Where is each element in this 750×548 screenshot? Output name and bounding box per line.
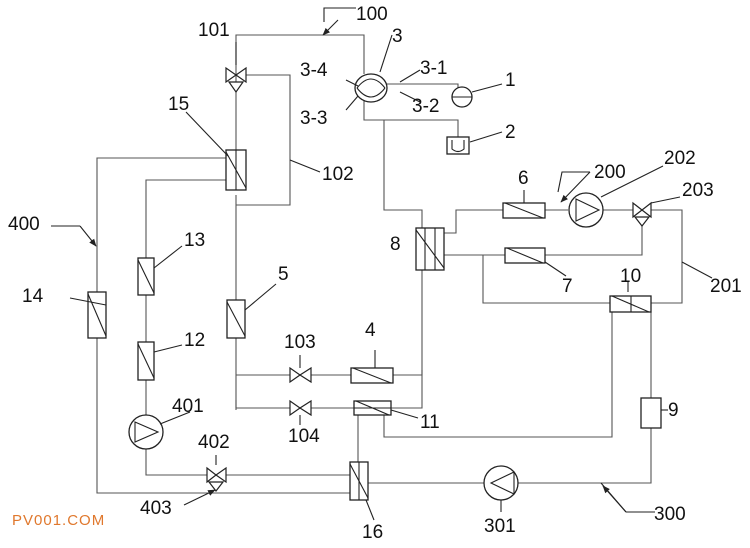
heat-exchanger-15 [225,149,247,191]
leader-lines [69,7,713,521]
pipe-to-compressor [384,83,459,92]
heat-exchanger-6 [502,202,546,219]
pump-401 [128,414,164,450]
pipe-valve3-down [363,100,423,228]
pump-202 [568,192,604,228]
heat-exchanger-13 [137,257,155,296]
pipe-loop-200-upper [444,209,503,234]
label-3-4: 3-4 [300,60,328,81]
label-103: 103 [284,332,316,353]
pipe-valve-203-down [545,218,643,256]
label-5: 5 [278,264,289,285]
labels: 100 101 3 3-4 3-1 3-2 3-3 1 2 15 102 200… [8,4,742,543]
label-301: 301 [484,516,516,537]
pipe-loop-100-top [235,34,365,152]
pipework [96,34,683,494]
label-101: 101 [198,20,230,41]
pipe-loop-300 [518,428,652,484]
label-16: 16 [362,522,383,543]
heat-exchanger-16 [349,461,369,501]
heat-exchanger-11 [353,400,392,416]
pump-301 [483,465,519,501]
label-13: 13 [184,230,205,251]
heat-exchanger-4 [350,367,394,384]
heat-exchanger-5 [226,299,246,339]
component-9 [640,397,662,429]
four-way-valve-3 [354,73,388,103]
label-201: 201 [710,276,742,297]
label-3-2: 3-2 [412,96,439,117]
heat-exchanger-12 [137,341,155,381]
label-9: 9 [668,400,679,421]
label-300: 300 [654,504,686,525]
label-401: 401 [172,396,204,417]
pipe-valve-101-right [236,74,291,206]
label-2: 2 [505,122,516,143]
label-14: 14 [22,286,44,307]
heat-exchanger-7 [504,247,546,264]
label-200: 200 [594,162,626,183]
label-402: 402 [198,432,230,453]
pipe-11-to-10 [383,312,613,438]
pipe-bypass-201 [482,255,610,304]
pipe-loop-400-bottom [96,338,350,494]
pipe-11-right [391,370,423,409]
label-1: 1 [505,70,516,91]
label-104: 104 [288,426,320,447]
label-403: 403 [140,498,172,519]
label-102: 102 [322,164,354,185]
label-11: 11 [420,412,440,433]
label-10: 10 [620,266,641,287]
pipe-pump-401-to-402 [145,449,207,476]
label-100: 100 [356,4,388,25]
heat-exchanger-10 [609,295,652,313]
pipe-loop-400-left [96,157,226,292]
label-3-1: 3-1 [420,58,447,79]
label-400: 400 [8,214,40,235]
valve-402 [206,466,227,492]
label-7: 7 [562,276,573,297]
label-3: 3 [392,26,403,47]
watermark: PV001.COM [12,512,106,529]
valve-104 [289,399,312,417]
label-12: 12 [184,330,205,351]
pipe-to-separator [378,119,459,137]
label-3-3: 3-3 [300,108,327,129]
heat-exchanger-8 [415,227,445,271]
label-4: 4 [365,320,376,341]
valve-103 [289,366,312,384]
pipe-valve-203-right [632,209,683,304]
arrow-leaders [51,19,627,513]
compressor-1 [451,86,473,108]
heat-exchanger-14 [87,291,107,339]
pipe-8-down [393,270,423,376]
valve-203 [632,201,652,227]
label-8: 8 [390,234,401,255]
label-203: 203 [682,180,714,201]
separator-2 [446,136,470,155]
label-202: 202 [664,148,696,169]
pipe-15-to-13 [145,179,226,258]
valve-101 [225,66,247,94]
pipe-104-left [235,400,290,409]
label-15: 15 [168,94,189,115]
label-6: 6 [518,168,529,189]
